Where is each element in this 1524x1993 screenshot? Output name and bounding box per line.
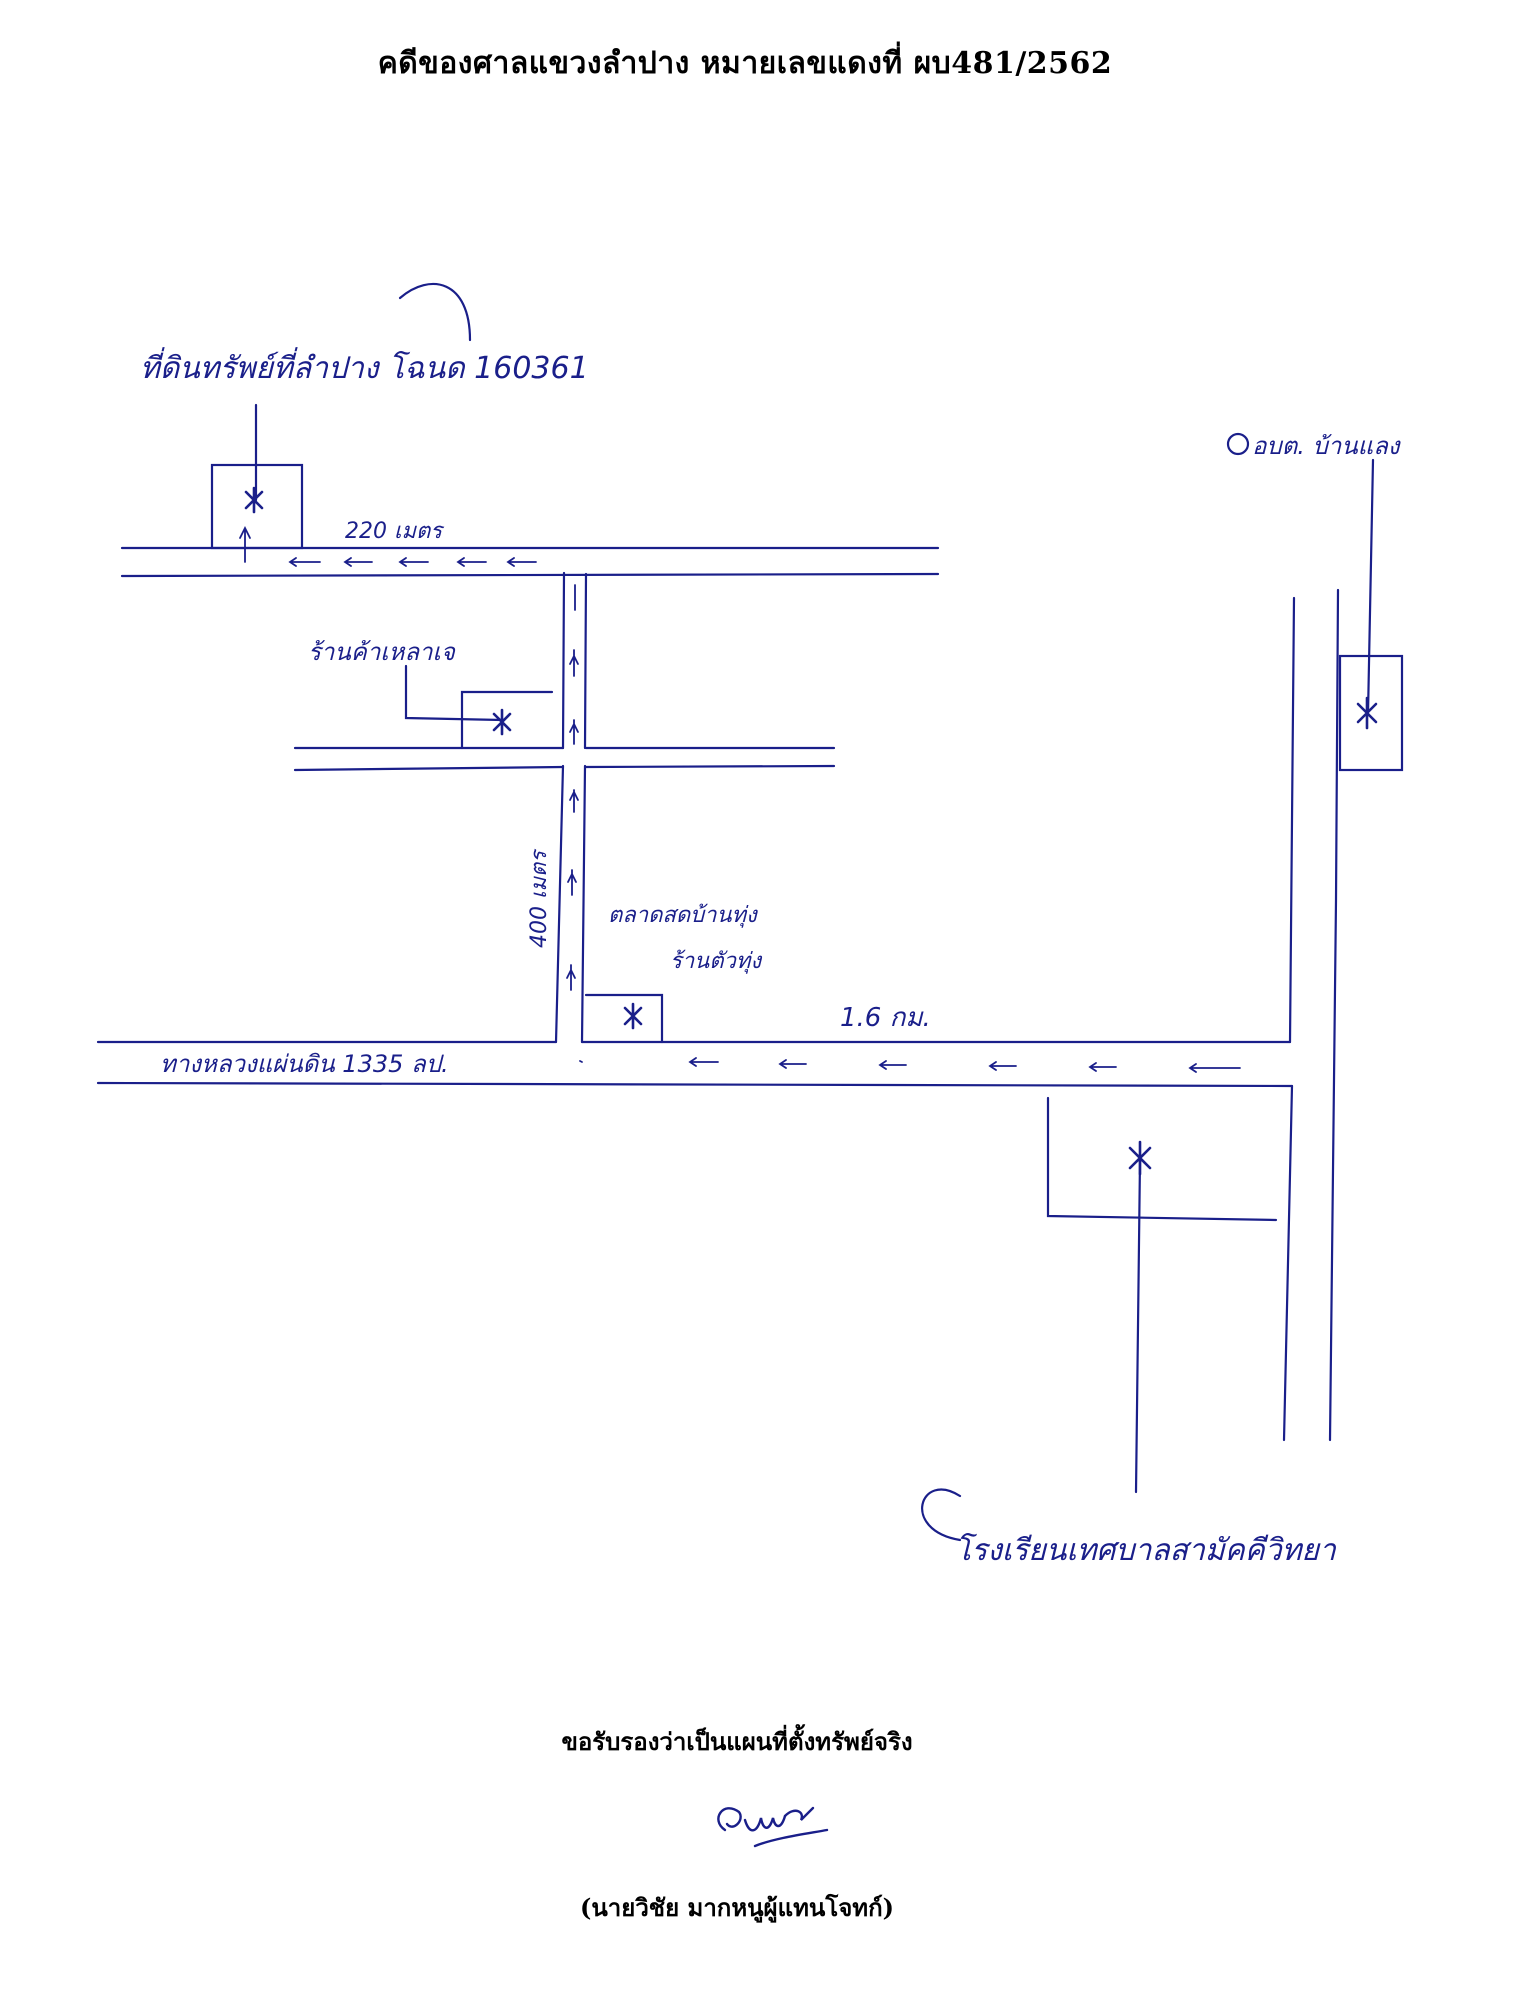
mid-road-edge-lower xyxy=(293,764,836,772)
distance-main-label: 1.6 กม. xyxy=(840,1003,931,1033)
top-road-edge-lower xyxy=(120,572,940,578)
document-title: คดีของศาลแขวงลำปาง หมายเลขแดงที่ ผบ481/2… xyxy=(377,46,1113,81)
property-marker xyxy=(244,486,264,514)
tao-pointer-line xyxy=(1366,458,1375,716)
right-road-edge-right xyxy=(1328,588,1340,1442)
distance-vertical-label: 400 เมตร xyxy=(527,848,552,948)
shop-bottom-label: ร้านตัวทุ่ง xyxy=(670,949,763,974)
market-label: ตลาดสดบ้านทุ่ง xyxy=(608,903,759,928)
tao-marker xyxy=(1356,696,1378,730)
distance-top-label: 220 เมตร xyxy=(345,519,445,544)
top-right-place-label: อบต. บ้านแลง xyxy=(1252,432,1402,460)
vertical-road-edge-left xyxy=(554,571,566,1044)
tao-circle-mark xyxy=(1226,432,1250,456)
route-arrows xyxy=(239,525,1241,1073)
market-parcel xyxy=(584,993,664,1044)
shop-mid-pointer-line xyxy=(404,664,504,722)
school-label: โรงเรียนเทศบาลสามัคคีวิทยา xyxy=(955,1532,1337,1568)
right-road-edge-left xyxy=(1282,596,1296,1442)
market-marker xyxy=(623,1002,643,1030)
top-left-place-label: ที่ดินทรัพย์ที่ลำปาง โฉนด 160361 xyxy=(140,347,589,386)
handwriting-flourish-top xyxy=(398,282,472,342)
shop-mid-parcel xyxy=(460,690,554,750)
vertical-road-edge-right xyxy=(580,572,588,1044)
certification-statement: ขอรับรองว่าเป็นแผนที่ตั้งทรัพย์จริง xyxy=(561,1727,913,1756)
main-road-label: ทางหลวงแผ่นดิน 1335 ลป. xyxy=(160,1050,449,1078)
signature xyxy=(717,1806,829,1848)
school-parcel xyxy=(1046,1096,1278,1222)
shop-mid-label: ร้านค้าเหลาเจ xyxy=(308,638,456,666)
signer-name: (นายวิชัย มากหนูผู้แทนโจทก์) xyxy=(580,1893,894,1922)
school-marker xyxy=(1128,1140,1152,1176)
tao-parcel xyxy=(1338,654,1404,772)
handwriting-flourish-bottom xyxy=(921,1488,962,1542)
school-pointer-line xyxy=(1134,1158,1142,1494)
main-road-edge-lower xyxy=(96,1081,1294,1088)
shop-marker xyxy=(492,708,512,736)
